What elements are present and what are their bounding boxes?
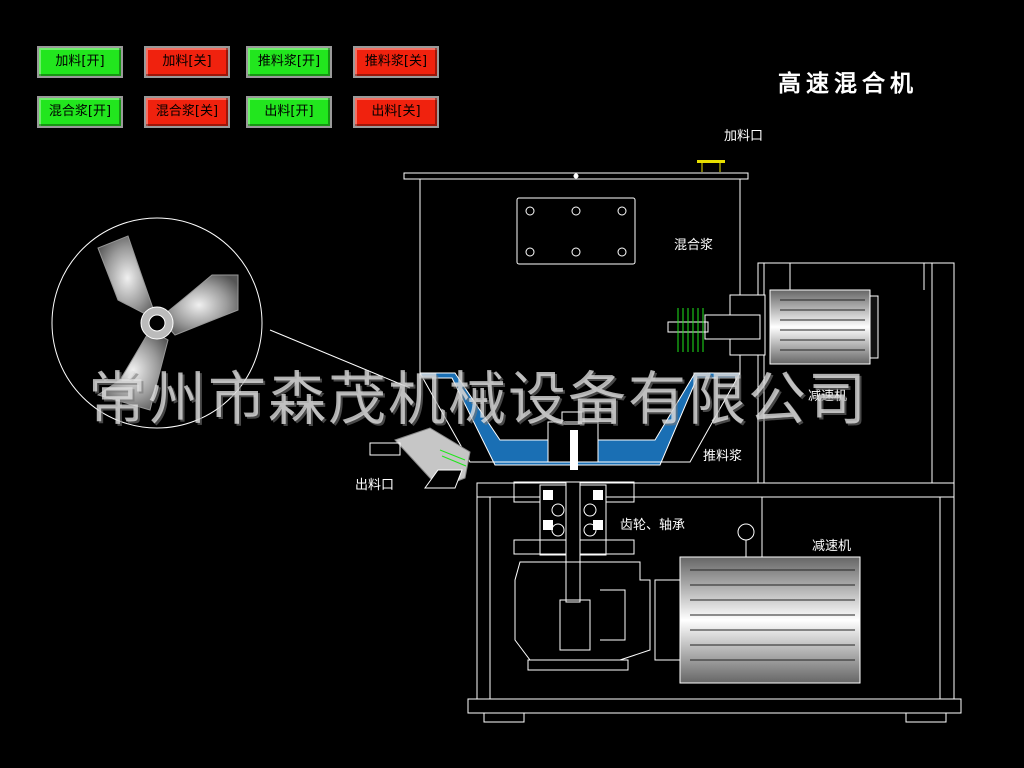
feed-on-button[interactable]: 加料[开] xyxy=(37,46,123,78)
lower-reducer-label: 减速机 xyxy=(812,539,852,554)
lid-rail xyxy=(403,172,749,180)
lower-motor xyxy=(679,556,861,684)
push-paddle-off-button[interactable]: 推料浆[关] xyxy=(353,46,439,78)
discharge-port-label: 出料口 xyxy=(355,478,395,493)
company-watermark: 常州市森茂机械设备有限公司 xyxy=(88,365,869,433)
feed-port-icon xyxy=(697,160,725,163)
mixing-bowl xyxy=(419,372,741,466)
discharge-on-button[interactable]: 出料[开] xyxy=(246,96,332,128)
feed-off-button[interactable]: 加料[关] xyxy=(144,46,230,78)
gear-bearing-label: 齿轮、轴承 xyxy=(620,518,686,533)
mix-paddle-off-button[interactable]: 混合浆[关] xyxy=(144,96,230,128)
discharge-off-button[interactable]: 出料[关] xyxy=(353,96,439,128)
mixing-paddle-label: 混合浆 xyxy=(674,238,714,253)
push-paddle-label: 推料浆 xyxy=(703,449,743,464)
push-paddle-on-button[interactable]: 推料浆[开] xyxy=(246,46,332,78)
upper-reducer-label: 减速机 xyxy=(808,389,848,404)
feed-port-label: 加料口 xyxy=(724,129,764,144)
page-title: 高速混合机 xyxy=(778,71,918,97)
upper-motor xyxy=(769,289,871,365)
three-blade-paddle-icon xyxy=(96,235,239,411)
mounting-plate xyxy=(516,197,636,265)
mix-paddle-on-button[interactable]: 混合浆[开] xyxy=(37,96,123,128)
